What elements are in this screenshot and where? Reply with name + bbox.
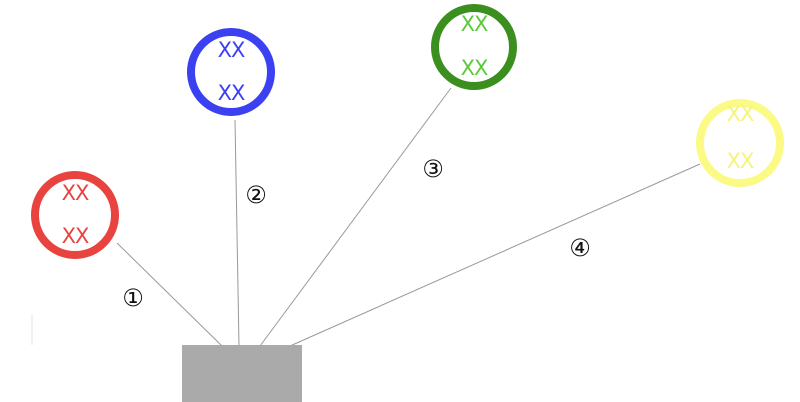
link-3 (259, 87, 452, 347)
node-label-bottom: XX (727, 149, 754, 173)
node-ring (696, 99, 784, 187)
link-4 (289, 163, 701, 347)
node-label-bottom: XX (461, 56, 488, 80)
node-yellow[interactable]: XX XX (696, 99, 784, 187)
node-ring (431, 4, 517, 90)
link-label-1: ① (122, 284, 144, 312)
node-label-top: XX (727, 102, 754, 126)
node-blue[interactable]: XX XX (187, 28, 275, 116)
node-green[interactable]: XX XX (431, 4, 517, 90)
link-label-4: ④ (569, 234, 591, 262)
node-label-bottom: XX (218, 81, 245, 105)
node-red[interactable]: XX XX (31, 171, 119, 259)
link-2 (234, 119, 240, 347)
link-1 (116, 242, 223, 347)
link-label-2: ② (245, 181, 267, 209)
link-label-3: ③ (422, 155, 444, 183)
node-label-top: XX (461, 12, 488, 36)
node-label-top: XX (62, 181, 89, 205)
node-ring (187, 28, 275, 116)
node-label-bottom: XX (62, 224, 89, 248)
node-label-top: XX (218, 38, 245, 62)
hub-box (182, 345, 302, 402)
node-ring (31, 171, 119, 259)
